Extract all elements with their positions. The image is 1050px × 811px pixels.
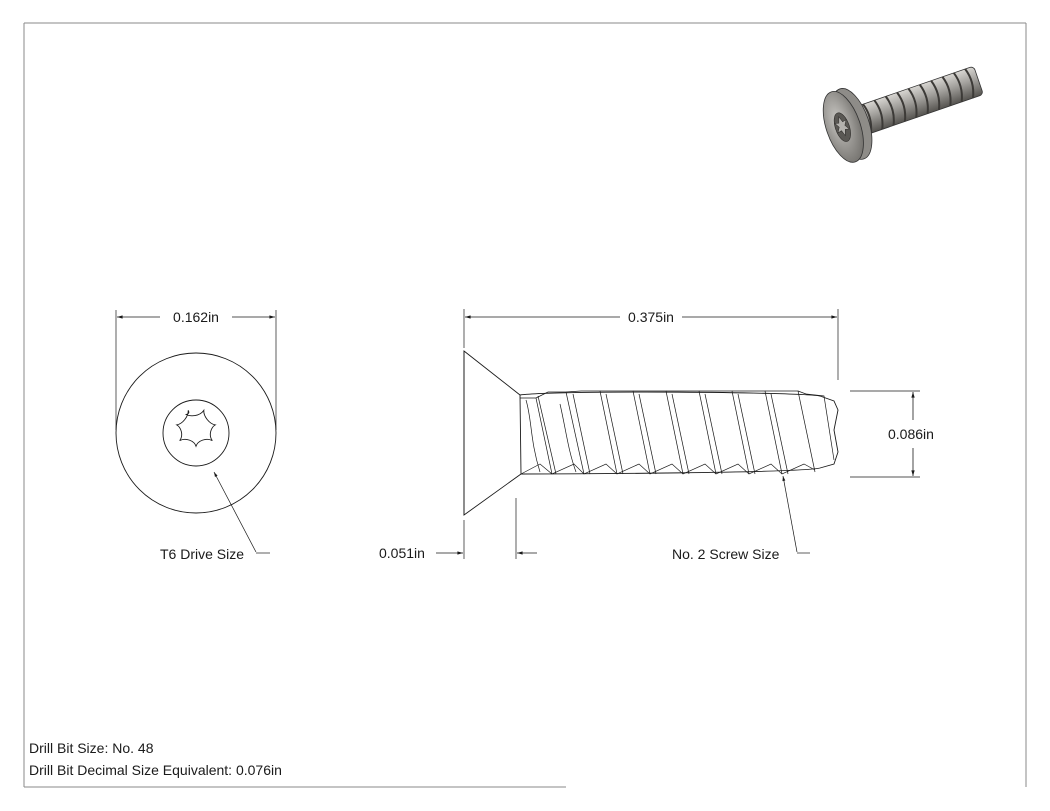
overall-length-label: 0.375in	[628, 309, 674, 325]
screw-size-callout: No. 2 Screw Size	[672, 475, 810, 562]
thread-diameter-dimension: 0.086in	[850, 390, 934, 478]
torx-drive-recess	[175, 408, 217, 448]
drive-size-label: T6 Drive Size	[160, 546, 244, 562]
drawing-frame	[23, 22, 1027, 788]
screw-3d-render	[822, 66, 983, 163]
head-height-dimension: 0.051in	[379, 498, 537, 561]
thread-diameter-label: 0.086in	[888, 426, 934, 442]
head-height-label: 0.051in	[379, 545, 425, 561]
head-front-view	[115, 352, 277, 514]
head-diameter-dimension: 0.162in	[115, 309, 277, 430]
overall-length-dimension: 0.375in	[463, 309, 839, 380]
screw-side-view	[463, 350, 839, 516]
drill-bit-size-note: Drill Bit Size: No. 48	[29, 740, 154, 756]
drill-bit-decimal-note: Drill Bit Decimal Size Equivalent: 0.076…	[29, 762, 282, 778]
screw-size-label: No. 2 Screw Size	[672, 546, 780, 562]
drive-size-callout: T6 Drive Size	[160, 471, 270, 562]
head-diameter-label: 0.162in	[173, 309, 219, 325]
